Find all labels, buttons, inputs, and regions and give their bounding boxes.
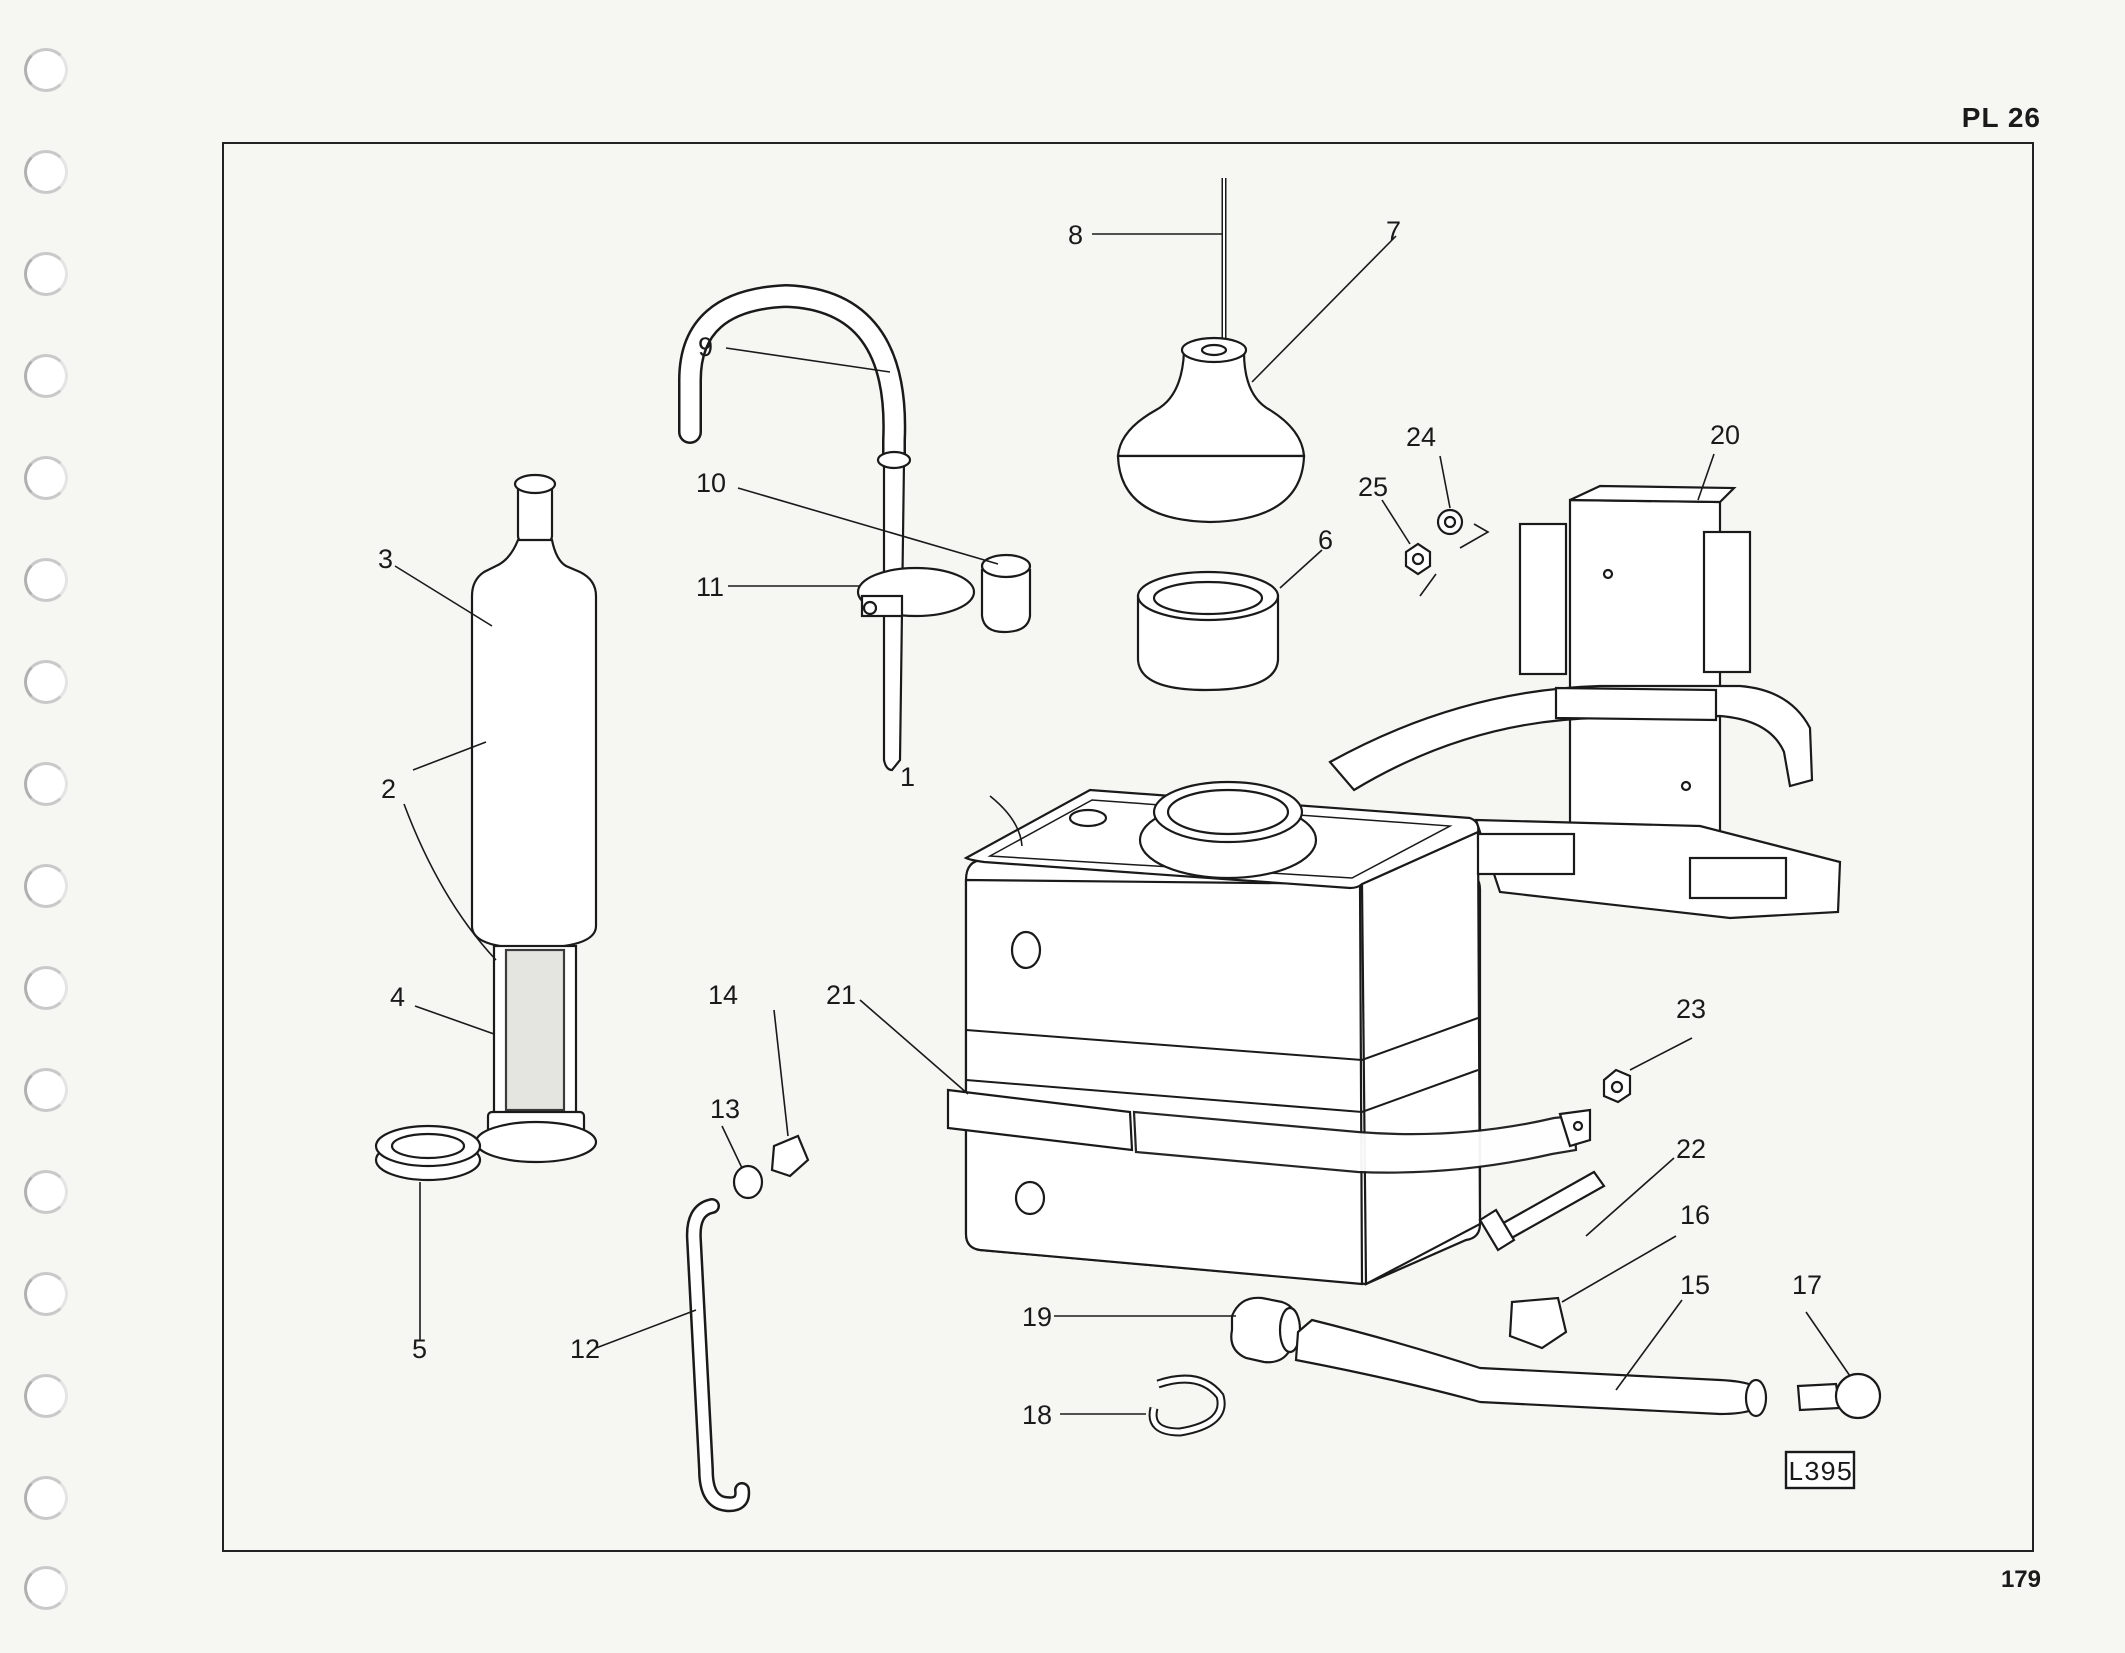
- binder-hole: [24, 660, 68, 704]
- reference-box: L395: [1784, 1450, 1856, 1490]
- callout-7: 7: [1386, 216, 1401, 246]
- callout-25: 25: [1358, 472, 1388, 502]
- fuel-tank: [963, 780, 1482, 1286]
- mounting-bracket: [1328, 484, 1842, 920]
- callout-15: 15: [1680, 1270, 1710, 1300]
- callout-11: 11: [696, 572, 724, 602]
- callout-3: 3: [378, 544, 393, 574]
- page-number: 179: [2000, 1566, 2041, 1593]
- diagram-frame: [222, 142, 2034, 1552]
- callout-12: 12: [570, 1334, 600, 1364]
- callout-19: 19: [1022, 1302, 1052, 1332]
- callout-18: 18: [1022, 1400, 1052, 1430]
- binder-hole: [24, 558, 68, 602]
- rod-and-boot: [1116, 178, 1306, 524]
- binder-hole: [24, 1272, 68, 1316]
- seal-ring: [374, 1124, 482, 1182]
- callout-4: 4: [390, 982, 405, 1012]
- bent-pipe: [678, 283, 912, 772]
- callout-20: 20: [1710, 420, 1740, 450]
- callout-17: 17: [1792, 1270, 1822, 1300]
- callout-1: 1: [900, 762, 915, 792]
- callout-5: 5: [412, 1334, 427, 1364]
- filter-element: [470, 473, 598, 1164]
- bellows-ring: [1136, 570, 1280, 692]
- callout-2: 2: [381, 774, 396, 804]
- nut-and-washer: [1404, 508, 1490, 597]
- callout-9: 9: [698, 332, 713, 362]
- callout-23: 23: [1676, 994, 1706, 1024]
- binder-hole: [24, 252, 68, 296]
- callout-6: 6: [1318, 525, 1333, 555]
- reference-code: L395: [1788, 1459, 1853, 1489]
- binder-hole: [24, 1566, 68, 1610]
- callout-labels: 1 2 3 4 5 6 7 8 9 10 11 12 13 14 15 16 1…: [378, 216, 1822, 1430]
- binder-hole: [24, 150, 68, 194]
- bolt-and-nut: [1478, 1068, 1632, 1252]
- binder-hole: [24, 354, 68, 398]
- callout-13: 13: [710, 1094, 740, 1124]
- hose-kit: [1148, 1296, 1882, 1437]
- binder-hole: [24, 1170, 68, 1214]
- leader-lines: [394, 233, 1851, 1415]
- binder-hole: [24, 966, 68, 1010]
- callout-14: 14: [708, 980, 738, 1010]
- callout-16: 16: [1680, 1200, 1710, 1230]
- callout-10: 10: [696, 468, 726, 498]
- plate-number: PL 26: [1961, 102, 2041, 133]
- drain-screw: [732, 1134, 810, 1200]
- binder-hole: [24, 762, 68, 806]
- binder-hole: [24, 864, 68, 908]
- binder-hole: [24, 456, 68, 500]
- bent-tube: [685, 1198, 751, 1513]
- binder-hole: [24, 1476, 68, 1520]
- plug-and-clip: [856, 553, 1032, 634]
- binder-hole: [24, 48, 68, 92]
- binder-hole: [24, 1374, 68, 1418]
- callout-21: 21: [826, 980, 856, 1010]
- binder-hole: [24, 1068, 68, 1112]
- callout-22: 22: [1676, 1134, 1706, 1164]
- tank-strap: [946, 1088, 1592, 1174]
- callout-24: 24: [1406, 422, 1436, 452]
- callout-8: 8: [1068, 220, 1083, 250]
